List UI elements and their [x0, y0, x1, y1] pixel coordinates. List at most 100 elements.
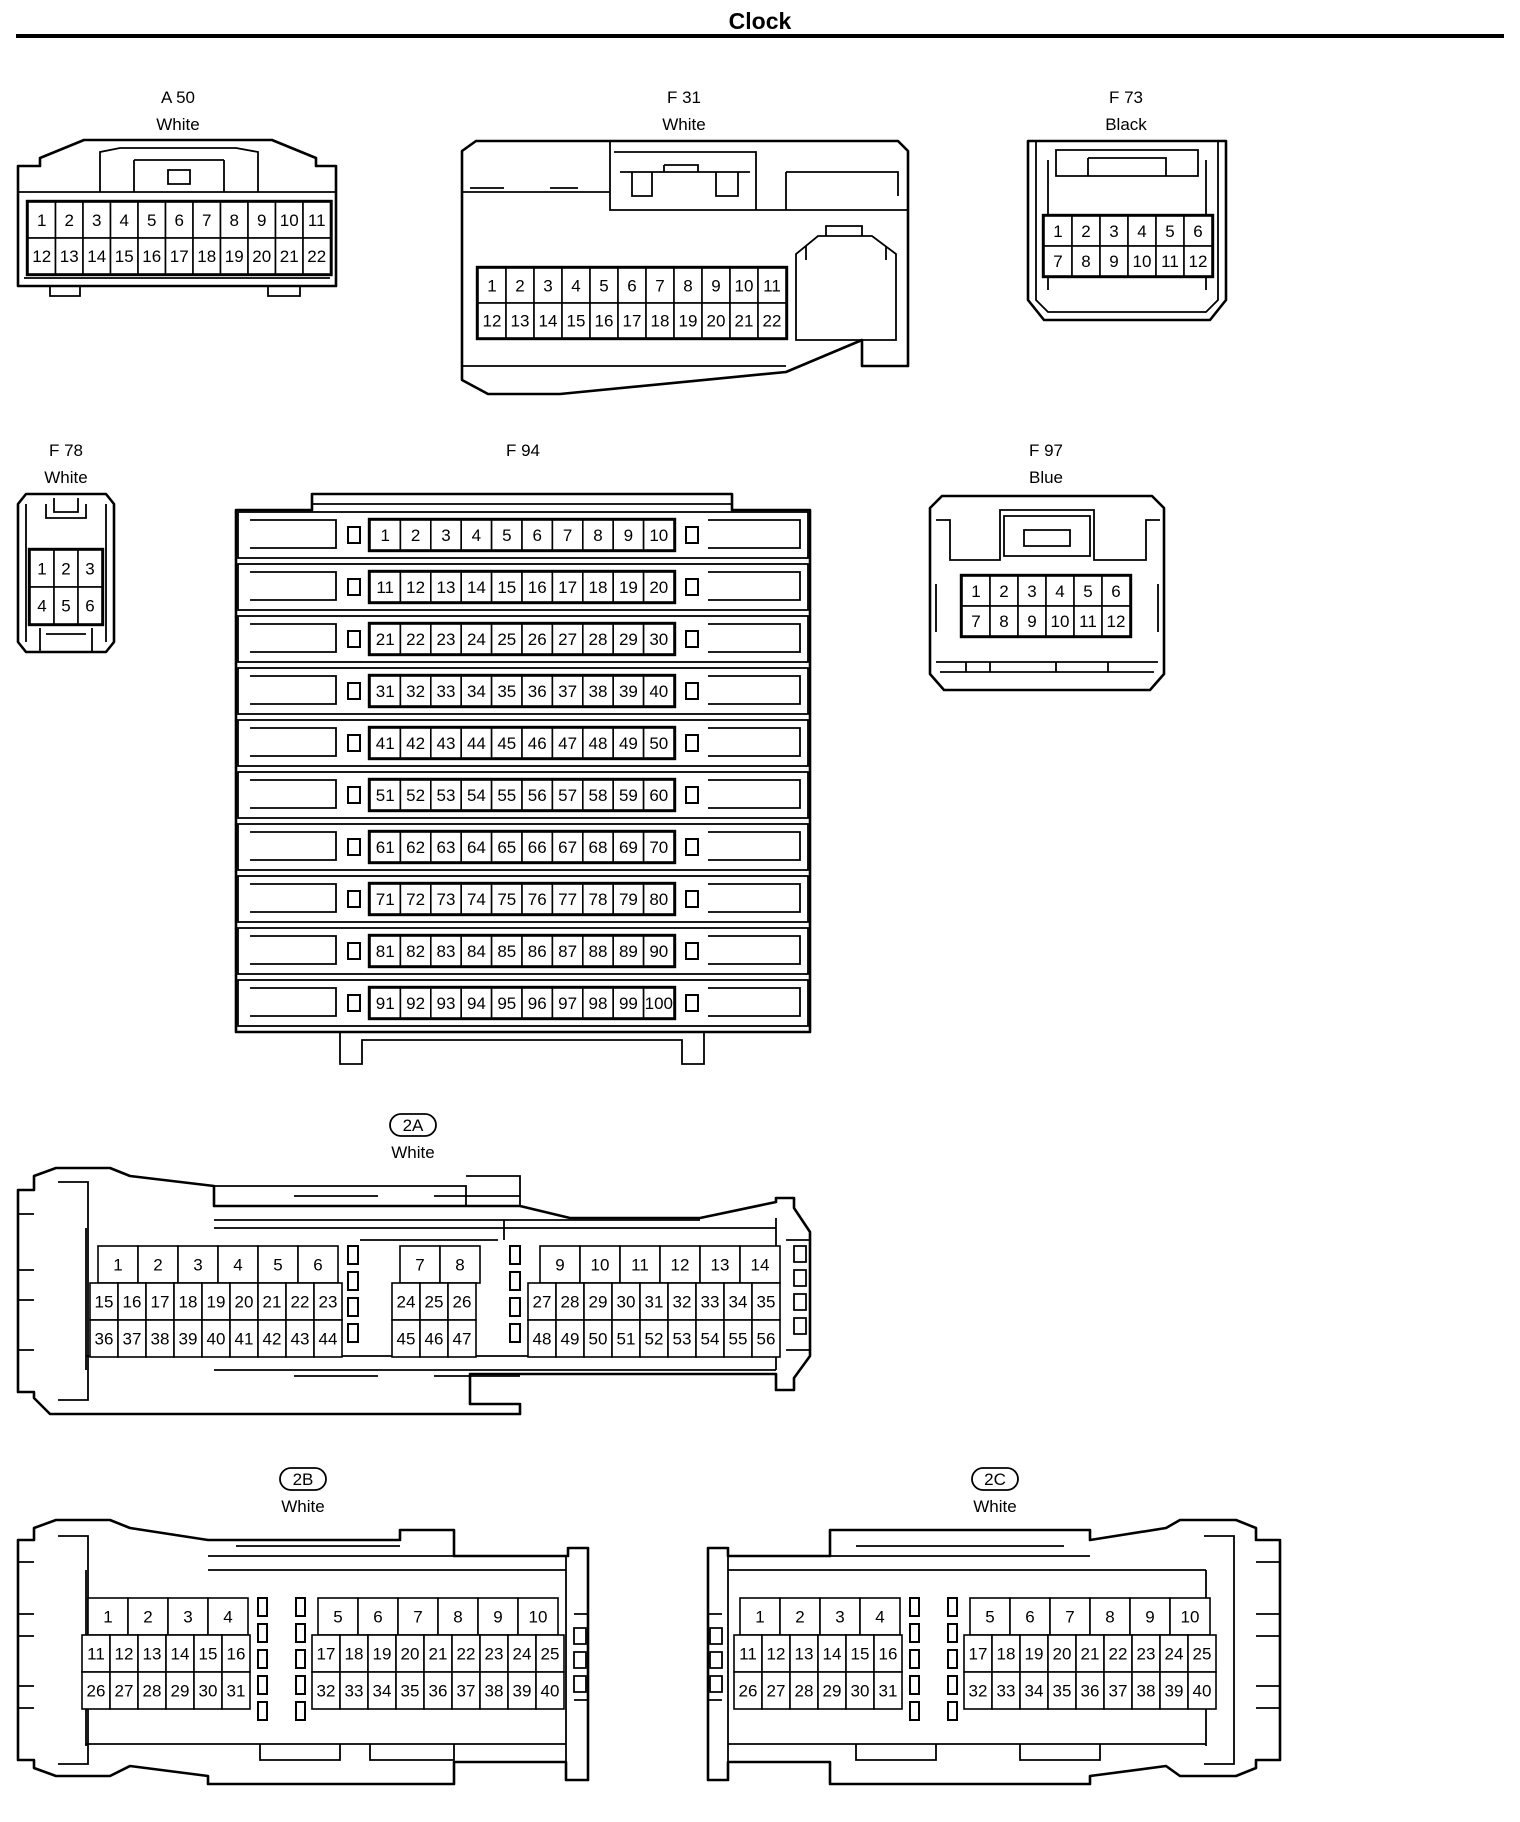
connector-2c-block2-pin-label: 25 — [1193, 1645, 1212, 1664]
connector-2c-block1-pin-label: 3 — [835, 1608, 844, 1627]
connector-2b-lock-tab — [295, 1597, 306, 1617]
connector-2a-block2-cell — [447, 1282, 477, 1321]
connector-f97-pin-label: 3 — [1027, 582, 1036, 601]
connector-f31-lock — [795, 225, 897, 341]
connector-f94-row-housing — [237, 511, 809, 559]
connector-2a-block3-pin-label: 12 — [671, 1256, 690, 1275]
connector-2a-block1-cell — [229, 1282, 259, 1321]
connector-f94-cell — [399, 675, 432, 707]
connector-2c-block1-cell — [761, 1671, 791, 1710]
connector-f94-pin-label: 17 — [558, 578, 577, 597]
connector-f94-pin-label: 65 — [497, 838, 516, 857]
connector-2a-block1-pin-label: 5 — [273, 1256, 282, 1275]
connector-2c-lock-tab — [909, 1675, 920, 1695]
connector-2b-block2-cell — [339, 1671, 369, 1710]
connector-f94-lock-tab — [347, 890, 361, 908]
connector-2a-block1-pin-label: 15 — [95, 1293, 114, 1312]
connector-f78-color: White — [44, 468, 87, 487]
connector-f94-pin-label: 94 — [467, 994, 486, 1013]
connector-f94-cell — [521, 883, 554, 915]
connector-2a-block3-cell — [619, 1245, 661, 1284]
connector-f73-pin-label: 1 — [1053, 222, 1062, 241]
connector-2b-block2-cell — [339, 1634, 369, 1673]
connector-2a-block1-pin-label: 4 — [233, 1256, 242, 1275]
connector-2b-block2-pin-label: 24 — [513, 1645, 532, 1664]
connector-2c-block2-pin-label: 8 — [1105, 1608, 1114, 1627]
connector-2b-block2-pin-label: 38 — [485, 1682, 504, 1701]
connector-f94-pin-label: 55 — [497, 786, 516, 805]
connector-2c-block1-pin-label: 13 — [795, 1645, 814, 1664]
connector-f94-pin-label: 61 — [376, 838, 395, 857]
connector-2b-block1-pin-label: 3 — [183, 1608, 192, 1627]
connector-f94-pin-label: 82 — [406, 942, 425, 961]
connector-2c-color: White — [973, 1497, 1016, 1516]
connector-2a-block1-pin-label: 21 — [263, 1293, 282, 1312]
connector-a50-pin-label: 15 — [115, 247, 134, 266]
connector-f94-cell — [399, 727, 432, 759]
connector-a50-pin-label: 1 — [37, 211, 46, 230]
connector-f31-cell — [533, 302, 563, 339]
connector-f94-cell — [429, 623, 462, 655]
connector-f94-cell — [581, 779, 614, 811]
connector-f94-cell — [490, 779, 523, 811]
connector-2a-block3-pin-label: 34 — [729, 1293, 748, 1312]
connector-2a-block3-pin-label: 51 — [617, 1330, 636, 1349]
connector-f94-cell — [642, 623, 675, 655]
connector-2c-block2-pin-label: 32 — [969, 1682, 988, 1701]
connector-f94-cell — [399, 987, 432, 1019]
connector-f97-pin-label: 1 — [971, 582, 980, 601]
connector-2c-block2-cell — [1009, 1597, 1051, 1636]
connector-a50-pin-label: 17 — [170, 247, 189, 266]
connector-f94-pin-label: 52 — [406, 786, 425, 805]
connector-f94-row-slots — [250, 987, 801, 1017]
connector-2c-block1-pin-label: 15 — [851, 1645, 870, 1664]
connector-a50-pin-label: 7 — [202, 211, 211, 230]
connector-f94-pin-label: 54 — [467, 786, 486, 805]
connector-2b-block1-pin-label: 27 — [115, 1682, 134, 1701]
connector-a50-housing — [16, 138, 338, 288]
connector-a50-pin-label: 5 — [147, 211, 156, 230]
connector-f94-pin-label: 40 — [649, 682, 668, 701]
connector-f94-cell — [612, 935, 645, 967]
connector-f94-pin-label: 32 — [406, 682, 425, 701]
connector-f94-pin-label: 50 — [649, 734, 668, 753]
connector-2b-lock-tab — [257, 1649, 268, 1669]
connector-f94-row-housing — [237, 823, 809, 871]
connector-2c-block1-cell — [739, 1597, 781, 1636]
connector-2b-block2-cell — [517, 1597, 559, 1636]
connector-f31-pin-label: 12 — [483, 312, 502, 331]
connector-f94-pin-label: 47 — [558, 734, 577, 753]
connector-2c-block1-cell — [819, 1597, 861, 1636]
connector-f94-lock-tab — [347, 630, 361, 648]
connector-f94-cell — [642, 987, 675, 1019]
connector-f94-pin-label: 21 — [376, 630, 395, 649]
connector-f94-pin-label: 20 — [649, 578, 668, 597]
connector-f94-cell — [642, 883, 675, 915]
connector-2c-block2-pin-label: 17 — [969, 1645, 988, 1664]
connector-f94-pin-label: 100 — [645, 994, 673, 1013]
connector-2b-lock-tab — [295, 1623, 306, 1643]
connector-2c-lock-tab — [947, 1675, 958, 1695]
connector-f31-cell — [477, 267, 507, 304]
connector-f94-pin-label: 48 — [589, 734, 608, 753]
connector-f94-cell — [521, 519, 554, 551]
connector-2c-block2-cell — [1187, 1634, 1217, 1673]
connector-f94-pin-label: 19 — [619, 578, 638, 597]
connector-2a-block1-pin-label: 16 — [123, 1293, 142, 1312]
connector-2a-block1-cell — [217, 1245, 259, 1284]
connector-a50-id: A 50 — [161, 88, 195, 107]
connector-2a-block3-cell — [695, 1319, 725, 1358]
connector-2c-block1-cell — [789, 1671, 819, 1710]
connector-f94-pin-label: 10 — [649, 526, 668, 545]
connector-a50-pin-label: 21 — [280, 247, 299, 266]
connector-f94-pin-label: 11 — [376, 578, 394, 597]
connector-2a-block1-cell — [313, 1282, 343, 1321]
connector-f94-cell — [642, 935, 675, 967]
connector-f31-housing — [460, 139, 910, 396]
connector-f73-cell — [1183, 245, 1213, 277]
connector-f94-row-slots — [250, 727, 801, 757]
connector-f94-cell — [369, 831, 402, 863]
connector-f31-cell — [505, 302, 535, 339]
